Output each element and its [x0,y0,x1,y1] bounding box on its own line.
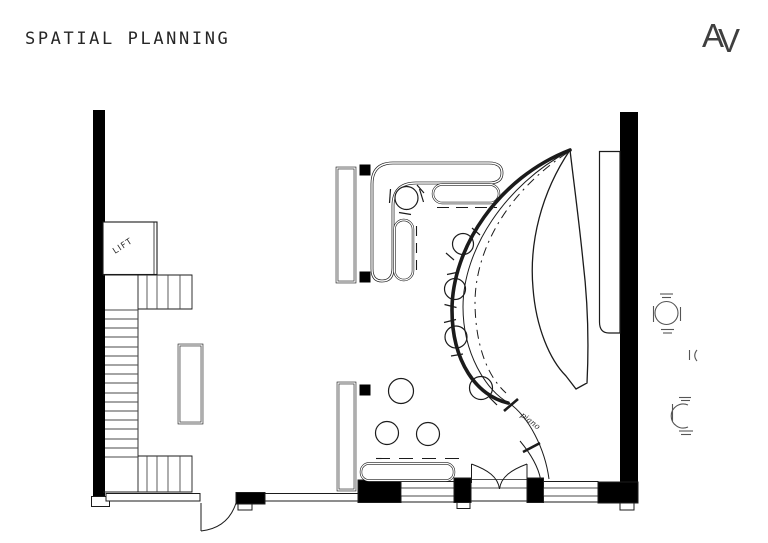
bottom-wall [105,463,639,532]
window-band [264,493,359,502]
structural-columns [359,164,371,396]
arc-tick [503,398,519,412]
wall-pier [357,479,402,503]
leaf-feature: piano [450,148,589,480]
capsule-bench-vertical [393,218,418,282]
chair-marks [688,349,698,362]
pier-foot [237,503,253,511]
wall-shelf-top [335,166,357,284]
wall-pier [453,477,472,503]
right-wall-banquette [598,150,621,334]
curved-band-inner [519,440,541,480]
logo-letter-v: V [718,22,741,59]
staircase [103,274,193,493]
av-logo: A V [702,19,754,63]
window-mullion [400,487,455,497]
main-double-door [471,463,528,502]
window-bench [359,457,460,482]
curved-band-outer [508,402,550,480]
corner-pier [597,481,639,504]
stair-side-bench [177,343,204,425]
window-mullion [543,487,599,497]
dashed-arc [474,152,568,394]
page-title: SPATIAL PLANNING [25,29,231,49]
outdoor-tables [652,293,698,436]
wall-shelf-bottom [336,381,357,492]
capsule-bench-horizontal [431,183,501,209]
outdoor-table-1 [652,293,682,334]
round-tables [374,377,441,447]
bar-counter [370,161,504,283]
piano-annotation: piano [519,410,542,431]
crescent-shape [531,148,589,390]
wall-pier [235,492,266,505]
pier-foot [456,502,471,509]
left-wall [91,110,110,507]
side-entry-door [200,502,237,532]
thick-arc [450,148,572,405]
arc-tick [522,441,541,454]
outdoor-table-2 [670,396,693,436]
corner-round-table [388,184,425,216]
right-wall [619,112,638,511]
logo-letter-a: A [702,17,725,54]
wall-pier [526,477,544,503]
window-band [105,493,201,502]
thin-arc [462,150,570,404]
lift-room: LIFT [102,221,158,276]
